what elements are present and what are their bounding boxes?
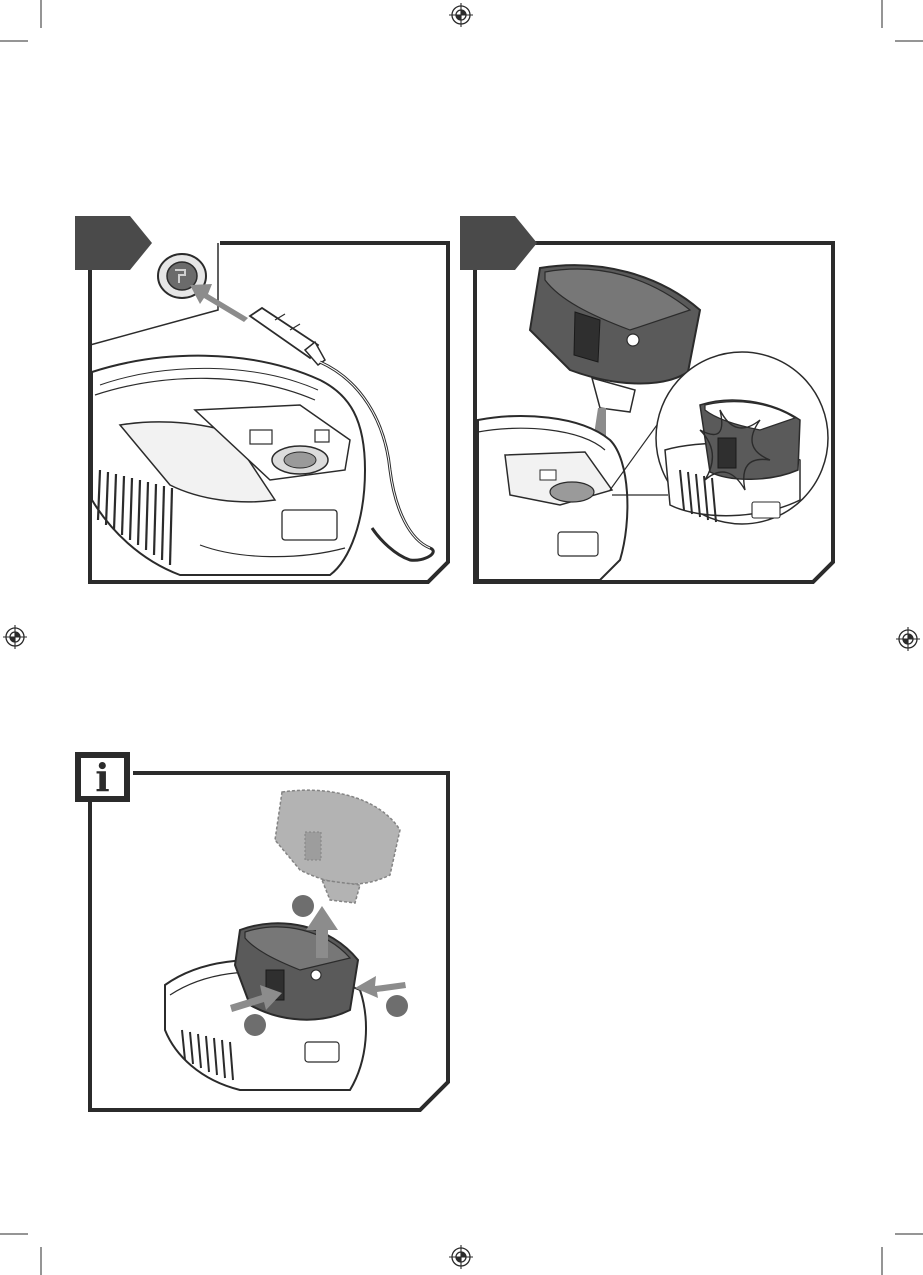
info-icon: i [75,752,130,802]
registration-mark-icon [449,3,473,27]
info-glyph: i [95,755,109,800]
registration-mark-icon [3,625,27,649]
arrow-press-right [355,976,406,998]
charger-icon [92,356,365,575]
registration-mark-icon [896,627,920,651]
step-tab-1 [75,216,152,270]
step-tab-2 [460,216,537,270]
charger-icon [478,416,627,580]
step-circle-1 [244,1014,266,1036]
registration-mark-icon [449,1245,473,1269]
figure-2 [460,216,833,582]
figure-1 [75,216,448,582]
car-plug-icon [250,308,325,365]
zoom-detail-circle [656,352,828,524]
arrow-plug-in [190,284,248,322]
step-circle-3 [292,895,314,917]
step-circle-2 [386,995,408,1017]
figure-info [90,773,448,1110]
registration-marks [3,3,920,1269]
ghost-battery-icon [275,790,400,903]
